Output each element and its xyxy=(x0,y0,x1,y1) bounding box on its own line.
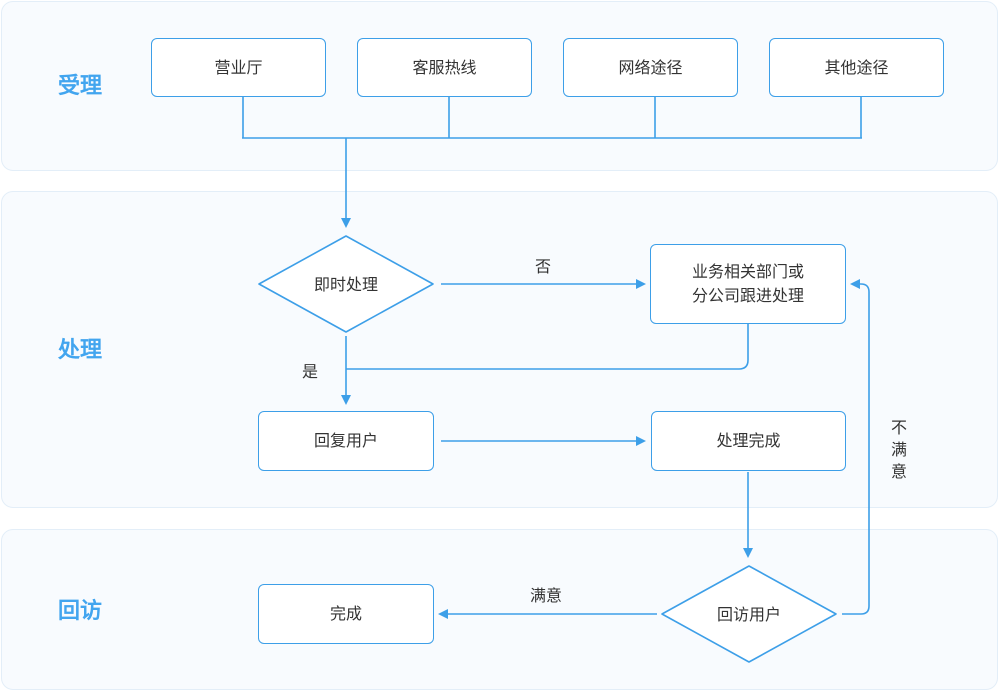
channel-business-hall: 营业厅 xyxy=(151,38,326,97)
section-label-process: 处理 xyxy=(58,338,103,363)
edge-label-unsatisfied: 不满意 xyxy=(890,418,907,481)
channel-service-hotline: 客服热线 xyxy=(357,38,532,97)
node-dept-line1: 业务相关部门或 xyxy=(691,262,804,281)
section-label-accept: 受理 xyxy=(58,74,103,99)
edge-label-yes: 是 xyxy=(302,362,319,381)
node-revisit-label: 回访用户 xyxy=(717,605,781,624)
node-dept-followup: 业务相关部门或 分公司跟进处理 xyxy=(650,244,846,324)
diamond-immediate xyxy=(258,235,434,333)
section-revisit xyxy=(1,529,998,690)
node-process-done: 处理完成 xyxy=(651,411,846,471)
node-complete: 完成 xyxy=(258,584,434,644)
node-reply-user: 回复用户 xyxy=(258,411,434,471)
node-dept-line2: 分公司跟进处理 xyxy=(691,286,804,305)
diamond-revisit xyxy=(661,565,837,663)
arrow-unsatisfied xyxy=(842,279,870,615)
channel-online: 网络途径 xyxy=(563,38,738,97)
dept-return-line xyxy=(346,324,749,370)
edge-label-no: 否 xyxy=(535,257,552,276)
node-immediate-label: 即时处理 xyxy=(314,275,378,294)
section-label-revisit: 回访 xyxy=(58,599,103,624)
edge-label-satisfied: 满意 xyxy=(530,586,563,605)
channel-other: 其他途径 xyxy=(769,38,944,97)
